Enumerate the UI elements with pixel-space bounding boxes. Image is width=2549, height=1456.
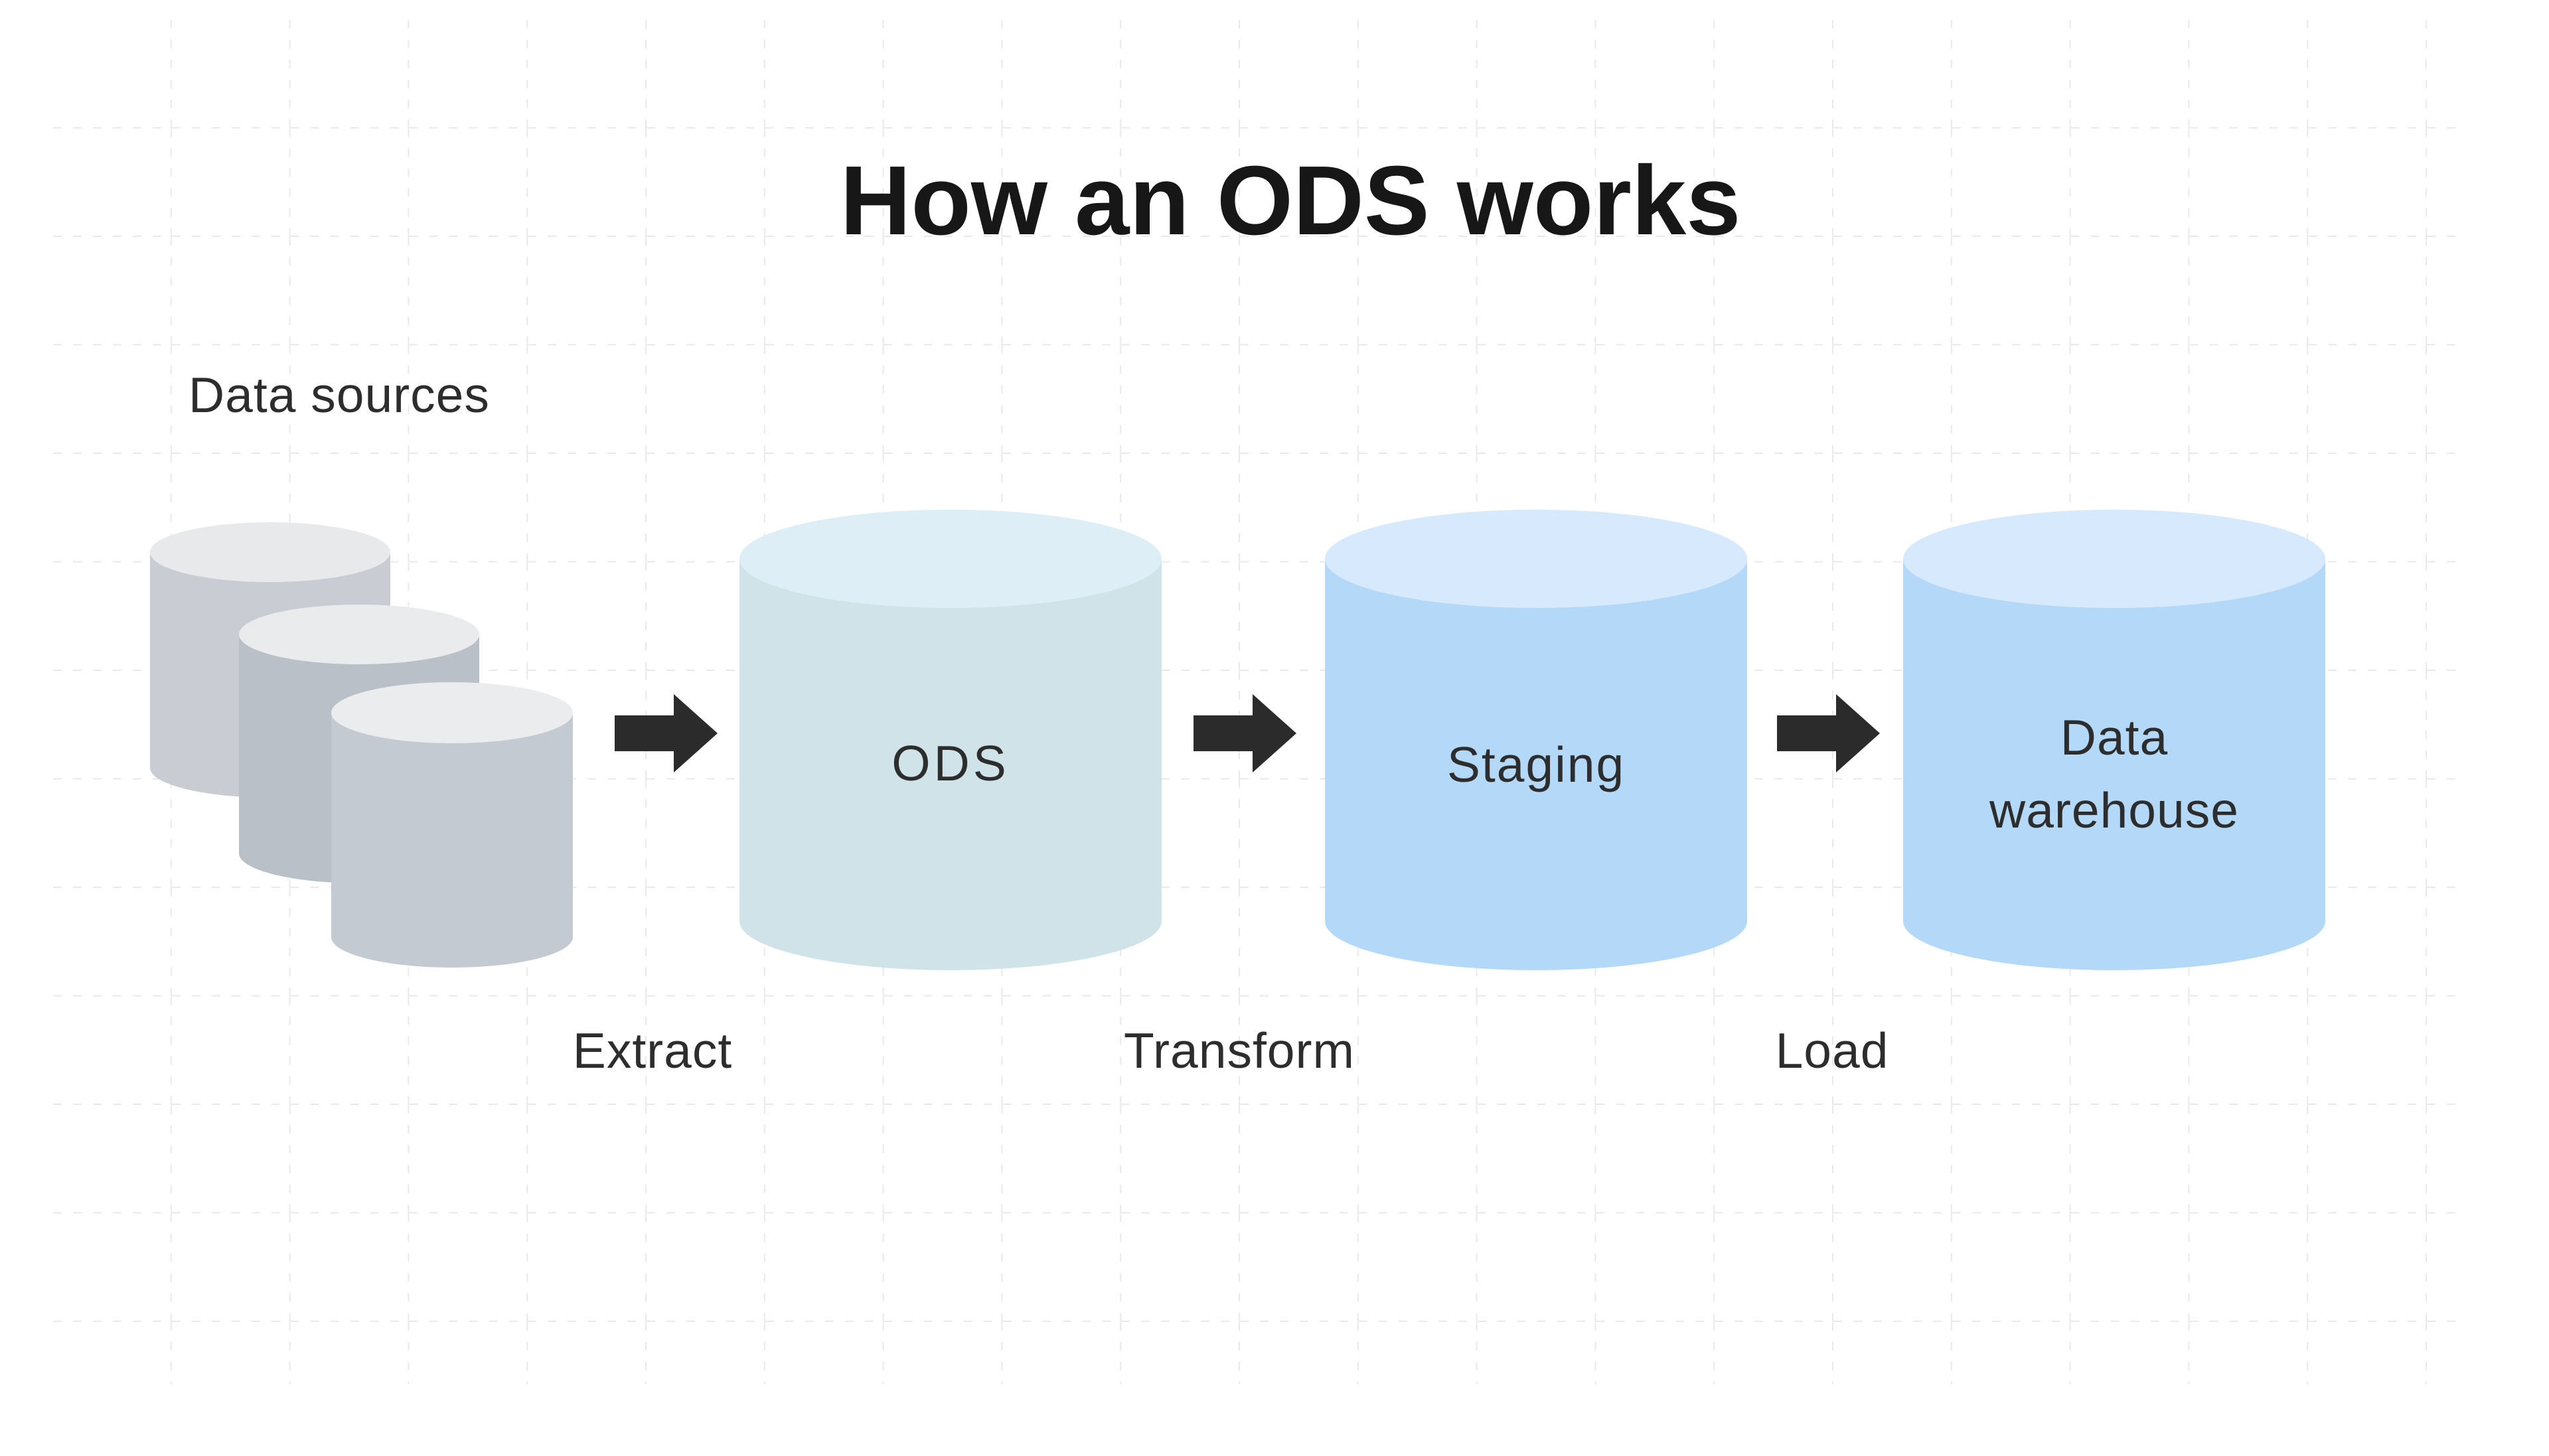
cylinder-top [150, 522, 390, 582]
cylinder-top [239, 605, 479, 664]
arrow-extract [615, 694, 718, 772]
node-staging-label: Staging [1446, 737, 1626, 792]
step-extract-label: Extract [572, 1023, 733, 1078]
cylinder-top [331, 682, 573, 743]
data-sources-label: Data sources [189, 367, 490, 423]
cylinder-body [1325, 559, 1747, 970]
cylinder-top [1903, 510, 2325, 608]
node-staging-cylinder [1325, 510, 1747, 970]
arrow-transform [1194, 694, 1296, 772]
right-arrow-icon [615, 694, 718, 772]
node-data-warehouse-cylinder [1903, 510, 2325, 970]
cylinder-body [739, 559, 1162, 970]
cylinder-body [1903, 559, 2325, 970]
node-data-warehouse-label: Data warehouse [1989, 709, 2239, 838]
right-arrow-icon [1777, 694, 1880, 772]
node-ods-cylinder [739, 510, 1162, 970]
cylinder-top [1325, 510, 1747, 608]
arrow-load [1777, 694, 1880, 772]
right-arrow-icon [1194, 694, 1296, 772]
step-load-label: Load [1775, 1023, 1889, 1078]
node-ods-label: ODS [891, 735, 1010, 791]
step-transform-label: Transform [1124, 1023, 1355, 1078]
source-cylinder-3 [331, 682, 573, 968]
cylinder-top [739, 510, 1162, 608]
cylinder-body [331, 713, 573, 968]
page-title: How an ODS works [840, 146, 1741, 255]
